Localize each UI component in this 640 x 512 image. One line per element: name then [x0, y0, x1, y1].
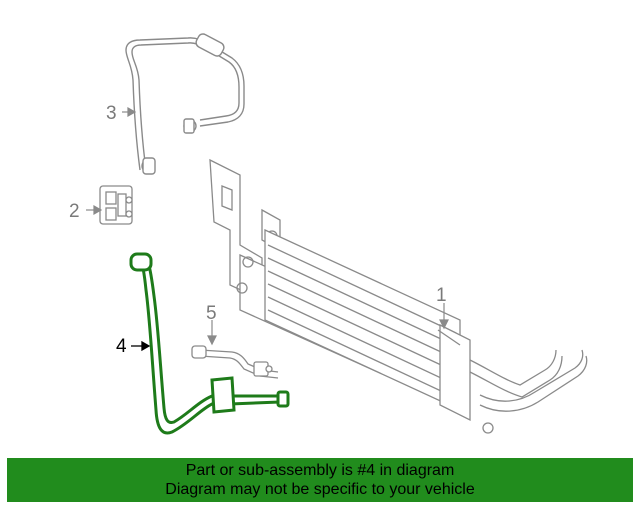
callout-3: 3 [106, 103, 117, 124]
part-2-clip [99, 185, 133, 225]
leader-arrows [86, 106, 449, 346]
callout-5: 5 [206, 303, 217, 324]
callout-2: 2 [69, 201, 80, 222]
leader-arrow-4 [131, 340, 151, 352]
part-3-upper-line [125, 33, 245, 175]
banner-line-part: Part or sub-assembly is #4 in diagram [185, 462, 455, 479]
parts-diagram: 1 2 3 4 5 [69, 33, 588, 435]
callout-4: 4 [116, 336, 127, 357]
part-4-lower-line [129, 252, 290, 435]
callout-1: 1 [436, 285, 447, 306]
info-banner: Part or sub-assembly is #4 in diagram Di… [7, 458, 633, 502]
part-1-cooler [209, 158, 588, 434]
banner-line-disclaimer: Diagram may not be specific to your vehi… [165, 481, 475, 498]
part-5-line [191, 345, 279, 379]
diagram-drawing [86, 33, 588, 435]
